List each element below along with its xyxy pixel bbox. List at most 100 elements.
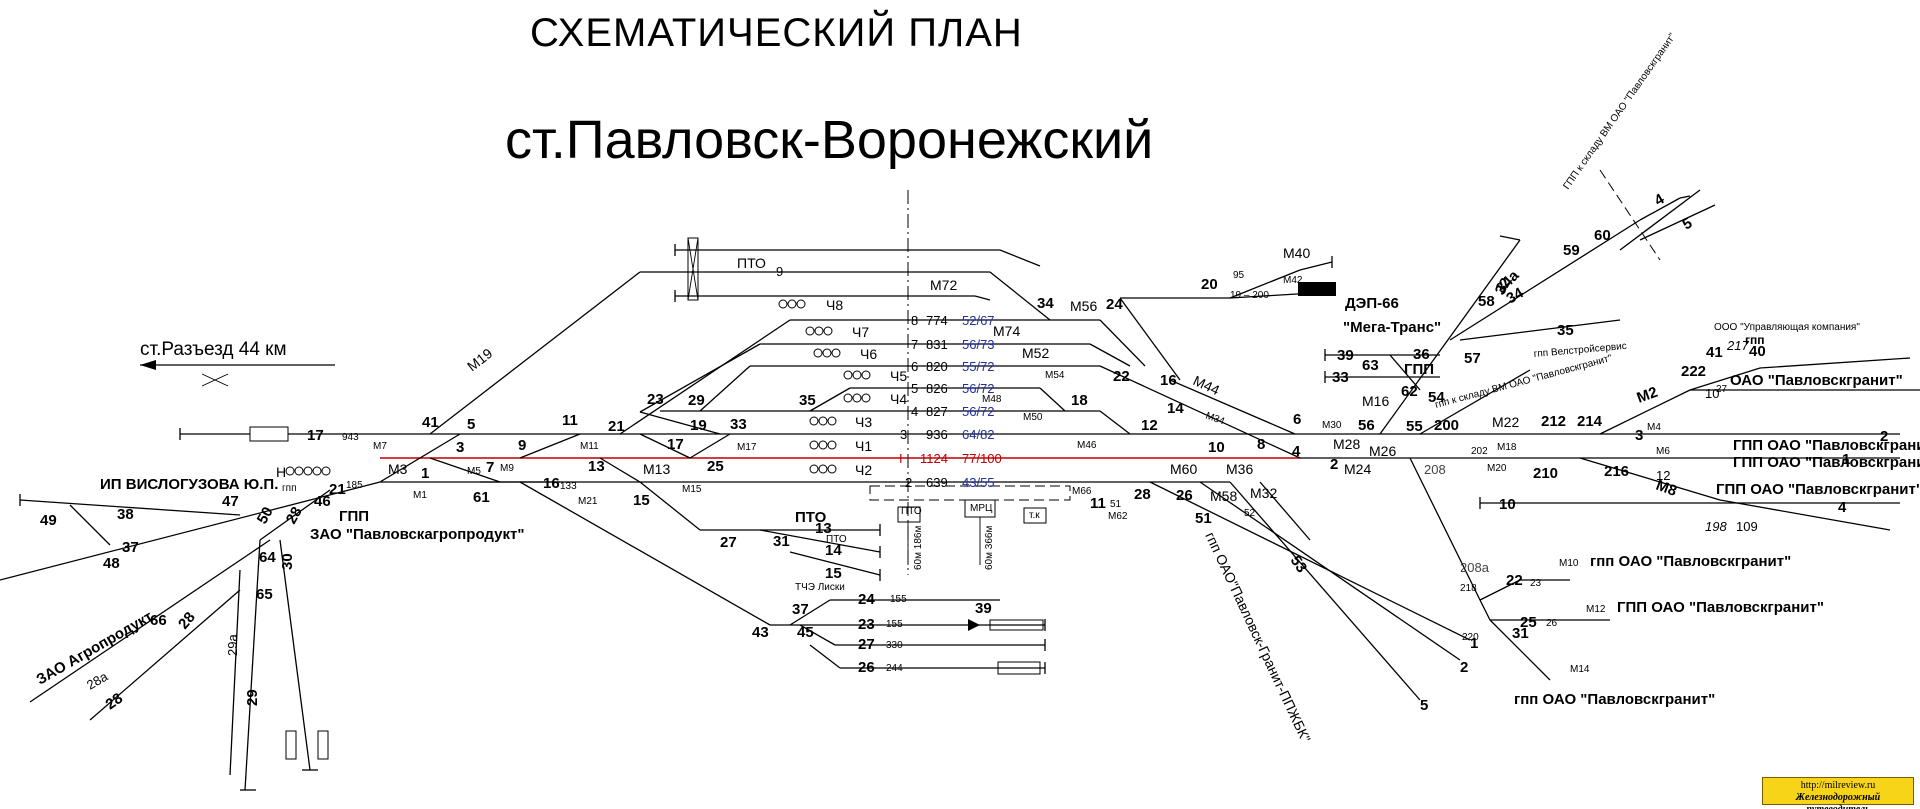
svg-text:2: 2 <box>905 475 912 490</box>
line-to-sklad <box>1379 239 1521 435</box>
m21-label: М21 <box>578 496 598 507</box>
lead-217 <box>1689 367 1761 391</box>
m7-label: М7 <box>373 441 387 452</box>
track-9-num: 9 <box>776 264 783 279</box>
signal-ch2-icon <box>809 464 837 474</box>
svg-text:56/73: 56/73 <box>962 337 995 352</box>
sw-58: 58 <box>1478 293 1495 310</box>
signal-ch3-icon <box>809 416 837 426</box>
pto-shed <box>687 237 699 301</box>
len-23: 23 <box>1530 578 1542 589</box>
lead-upper-right <box>974 295 991 301</box>
title-top: СХЕМАТИЧЕСКИЙ ПЛАН <box>530 9 1023 55</box>
sw-22r: 22 <box>1506 572 1523 589</box>
dep-36: 36 <box>1413 346 1430 363</box>
lead-pto-right <box>999 249 1041 267</box>
sw-4: 4 <box>1292 443 1301 460</box>
tr-14: 14 <box>825 542 842 559</box>
pto-box <box>897 506 921 523</box>
m66-label: М66 <box>1072 486 1092 497</box>
ch4-label: Ч4 <box>890 391 907 407</box>
bunker-icon <box>317 730 329 760</box>
sw-2: 2 <box>1330 456 1338 473</box>
tr-24: 24 <box>858 591 875 608</box>
svg-text:77/100: 77/100 <box>962 451 1002 466</box>
m22-label: М22 <box>1492 414 1519 430</box>
sw-21l: 21 <box>329 481 346 498</box>
num-208a: 208а <box>1460 560 1490 575</box>
m15-label: М15 <box>682 484 702 495</box>
len-330: 330 <box>886 640 903 651</box>
svg-text:831: 831 <box>926 337 948 352</box>
sw-48: 48 <box>103 555 120 572</box>
lead-16 <box>1099 319 1146 367</box>
far-4t: 4 <box>1838 499 1847 516</box>
sw-39: 39 <box>975 600 992 617</box>
sw-29a: 29а <box>225 634 240 656</box>
sw-16: 16 <box>543 475 560 492</box>
sw-5: 5 <box>467 416 475 433</box>
len-244: 244 <box>886 663 903 674</box>
m14-label: М14 <box>1570 664 1590 675</box>
end-1: 1 <box>1470 635 1478 652</box>
cross-mark <box>201 373 229 387</box>
len-51: 51 <box>1110 499 1122 510</box>
sw-49: 49 <box>40 512 57 529</box>
sw-22: 22 <box>1113 368 1130 385</box>
pto-top-label: ПТО <box>737 255 766 271</box>
signal-ch4-icon <box>843 393 871 403</box>
sw-28a: 28а <box>84 668 111 692</box>
oao-pg-2: ГПП ОАО "Павловскгранит" <box>1733 437 1920 454</box>
signal-ch8-icon <box>778 299 806 309</box>
dep-39: 39 <box>1337 347 1354 364</box>
m19-label: М19 <box>464 345 495 375</box>
pto-shed <box>687 237 699 301</box>
m5-label: М5 <box>467 466 481 477</box>
lead-5 <box>379 433 461 483</box>
track-217 <box>1759 357 1911 369</box>
ch3-label: Ч3 <box>855 414 872 430</box>
sw-214: 214 <box>1577 413 1603 430</box>
sw-20: 20 <box>1201 276 1218 293</box>
ch2-label: Ч2 <box>855 462 872 478</box>
platform-box <box>997 661 1041 675</box>
zao-pavl-label: ЗАО "Павловскагропродукт" <box>310 526 524 543</box>
m11-label: М11 <box>580 441 599 452</box>
line-34 <box>1449 219 1641 341</box>
velstroy-label: гпп Велстройсервис <box>1533 341 1627 360</box>
sw-12: 12 <box>1141 417 1158 434</box>
lead-8 <box>619 319 791 435</box>
station-building <box>869 485 1071 501</box>
m12-label: М12 <box>1586 604 1606 615</box>
line-28 <box>89 589 241 721</box>
line-37 <box>69 504 111 546</box>
line-4-end <box>1679 195 1691 199</box>
sw-7: 7 <box>486 459 494 476</box>
line-31 <box>1489 619 1551 681</box>
lead-9-right <box>989 271 1051 321</box>
lead-24 <box>1119 297 1181 381</box>
oao-pg-6: ГПП ОАО "Павловскгранит" <box>1617 599 1824 616</box>
site-badge[interactable]: http://milreview.ru Железнодорожный путе… <box>1762 777 1914 809</box>
sw-47: 47 <box>222 493 239 510</box>
granite-line-2 <box>1199 481 1461 661</box>
tr-23: 23 <box>858 616 875 633</box>
num-53: 53 <box>1287 553 1310 576</box>
lead-9 <box>429 271 641 435</box>
line-38 <box>19 499 241 516</box>
pto-box-label: ПТО <box>901 506 922 517</box>
svg-text:43/55: 43/55 <box>962 475 995 490</box>
len-155a: 155 <box>890 594 907 605</box>
svg-text:8: 8 <box>911 313 918 328</box>
m28-label: М28 <box>1333 436 1360 452</box>
badge-name: Железнодорожный путеводитель <box>1795 792 1881 809</box>
badge-url[interactable]: http://milreview.ru <box>1800 780 1876 791</box>
lead-27l <box>799 624 836 646</box>
m56-label: М56 <box>1070 298 1097 314</box>
sw-14: 14 <box>1167 400 1184 417</box>
ch8-label: Ч8 <box>826 297 843 313</box>
num-208: 208 <box>1424 462 1446 477</box>
end-2: 2 <box>1460 659 1468 676</box>
